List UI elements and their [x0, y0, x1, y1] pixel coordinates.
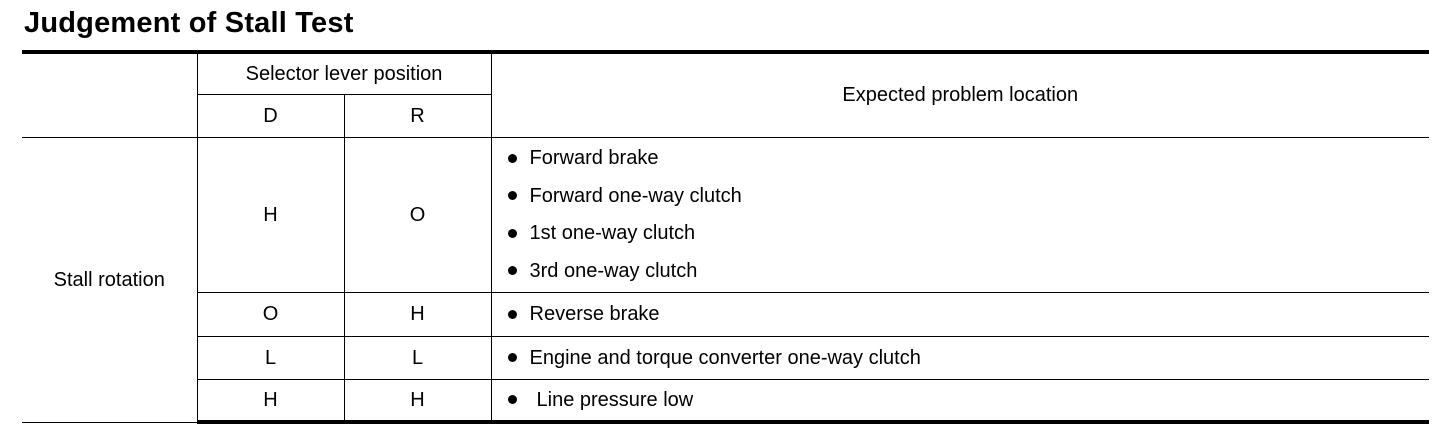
- row-d-value: H: [196, 378, 345, 424]
- bullet-icon: [507, 266, 517, 276]
- bullet-icon: [507, 395, 517, 405]
- problem-text: Reverse brake: [529, 303, 660, 325]
- bullet-icon: [507, 309, 517, 319]
- row-group-label: Stall rotation: [22, 136, 198, 423]
- table-row: O H Reverse brake: [22, 291, 1430, 337]
- problem-list-item: 3rd one-way clutch: [507, 252, 1430, 290]
- header-row-1: Selector lever position Expected problem…: [22, 50, 1429, 138]
- row-d-value: O: [196, 291, 345, 337]
- row-r-value: H: [343, 291, 492, 337]
- table-row: H H Line pressure low: [22, 378, 1430, 424]
- bullet-icon: [507, 153, 517, 163]
- problem-text: Forward one-way clutch: [529, 184, 742, 207]
- header-expected-problem-location: Expected problem location: [490, 50, 1429, 138]
- bullet-icon: [507, 353, 517, 362]
- row-r-value: L: [343, 335, 492, 380]
- row-r-value: O: [343, 136, 492, 293]
- row-r-value: H: [343, 378, 492, 424]
- problem-list-cell: Forward brake Forward one-way clutch 1st…: [490, 136, 1430, 293]
- problem-text: 3rd one-way clutch: [529, 259, 698, 282]
- problem-text: Forward brake: [529, 147, 659, 170]
- stall-test-table: Selector lever position Expected problem…: [22, 50, 1429, 424]
- problem-list-item: Reverse brake: [507, 295, 1430, 333]
- problem-list-cell: Reverse brake: [490, 291, 1430, 337]
- bullet-icon: [507, 228, 517, 238]
- header-blank-cell: [22, 50, 198, 138]
- row-d-value: L: [196, 335, 345, 380]
- row-d-value: H: [196, 136, 345, 293]
- problem-list-item: Line pressure low: [507, 381, 1430, 419]
- header-row-2: D R: [22, 93, 1429, 138]
- header-col-r: R: [343, 93, 492, 138]
- header-col-d: D: [196, 93, 345, 138]
- problem-text: 1st one-way clutch: [529, 222, 696, 245]
- page-title: Judgement of Stall Test: [24, 7, 354, 39]
- problem-list-item: 1st one-way clutch: [507, 215, 1430, 253]
- table-row: L L Engine and torque converter one-way …: [22, 335, 1430, 380]
- problem-list-cell: Engine and torque converter one-way clut…: [490, 335, 1430, 380]
- problem-text: Line pressure low: [536, 388, 694, 411]
- bullet-icon: [507, 191, 517, 201]
- table-row: Stall rotation H O Forward brake Forward…: [22, 136, 1430, 423]
- problem-list-item: Forward one-way clutch: [507, 177, 1430, 215]
- problem-text: Engine and torque converter one-way clut…: [529, 346, 921, 369]
- problem-list-item: Forward brake: [507, 140, 1430, 178]
- problem-list-cell: Line pressure low: [490, 378, 1430, 424]
- header-selector-lever-position: Selector lever position: [196, 50, 492, 95]
- problem-list-item: Engine and torque converter one-way clut…: [507, 339, 1430, 377]
